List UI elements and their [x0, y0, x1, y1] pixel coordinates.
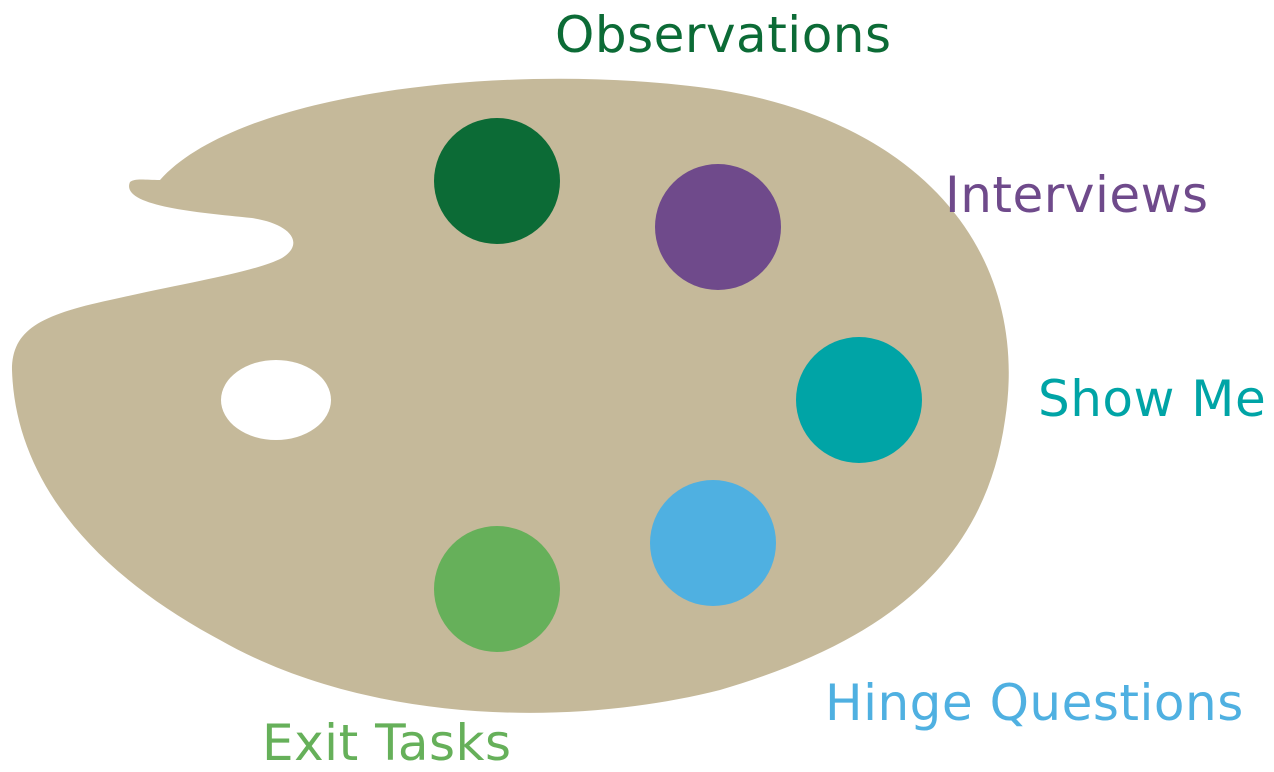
- hinge-questions-dot: [650, 480, 776, 606]
- observations-label: Observations: [555, 6, 892, 64]
- exit-tasks-label: Exit Tasks: [262, 714, 512, 772]
- thumb-hole: [221, 360, 331, 440]
- interviews-dot: [655, 164, 781, 290]
- show-me-dot: [796, 337, 922, 463]
- hinge-questions-label: Hinge Questions: [825, 674, 1244, 732]
- show-me-label: Show Me: [1038, 370, 1267, 428]
- interviews-label: Interviews: [945, 166, 1209, 224]
- observations-dot: [434, 118, 560, 244]
- exit-tasks-dot: [434, 526, 560, 652]
